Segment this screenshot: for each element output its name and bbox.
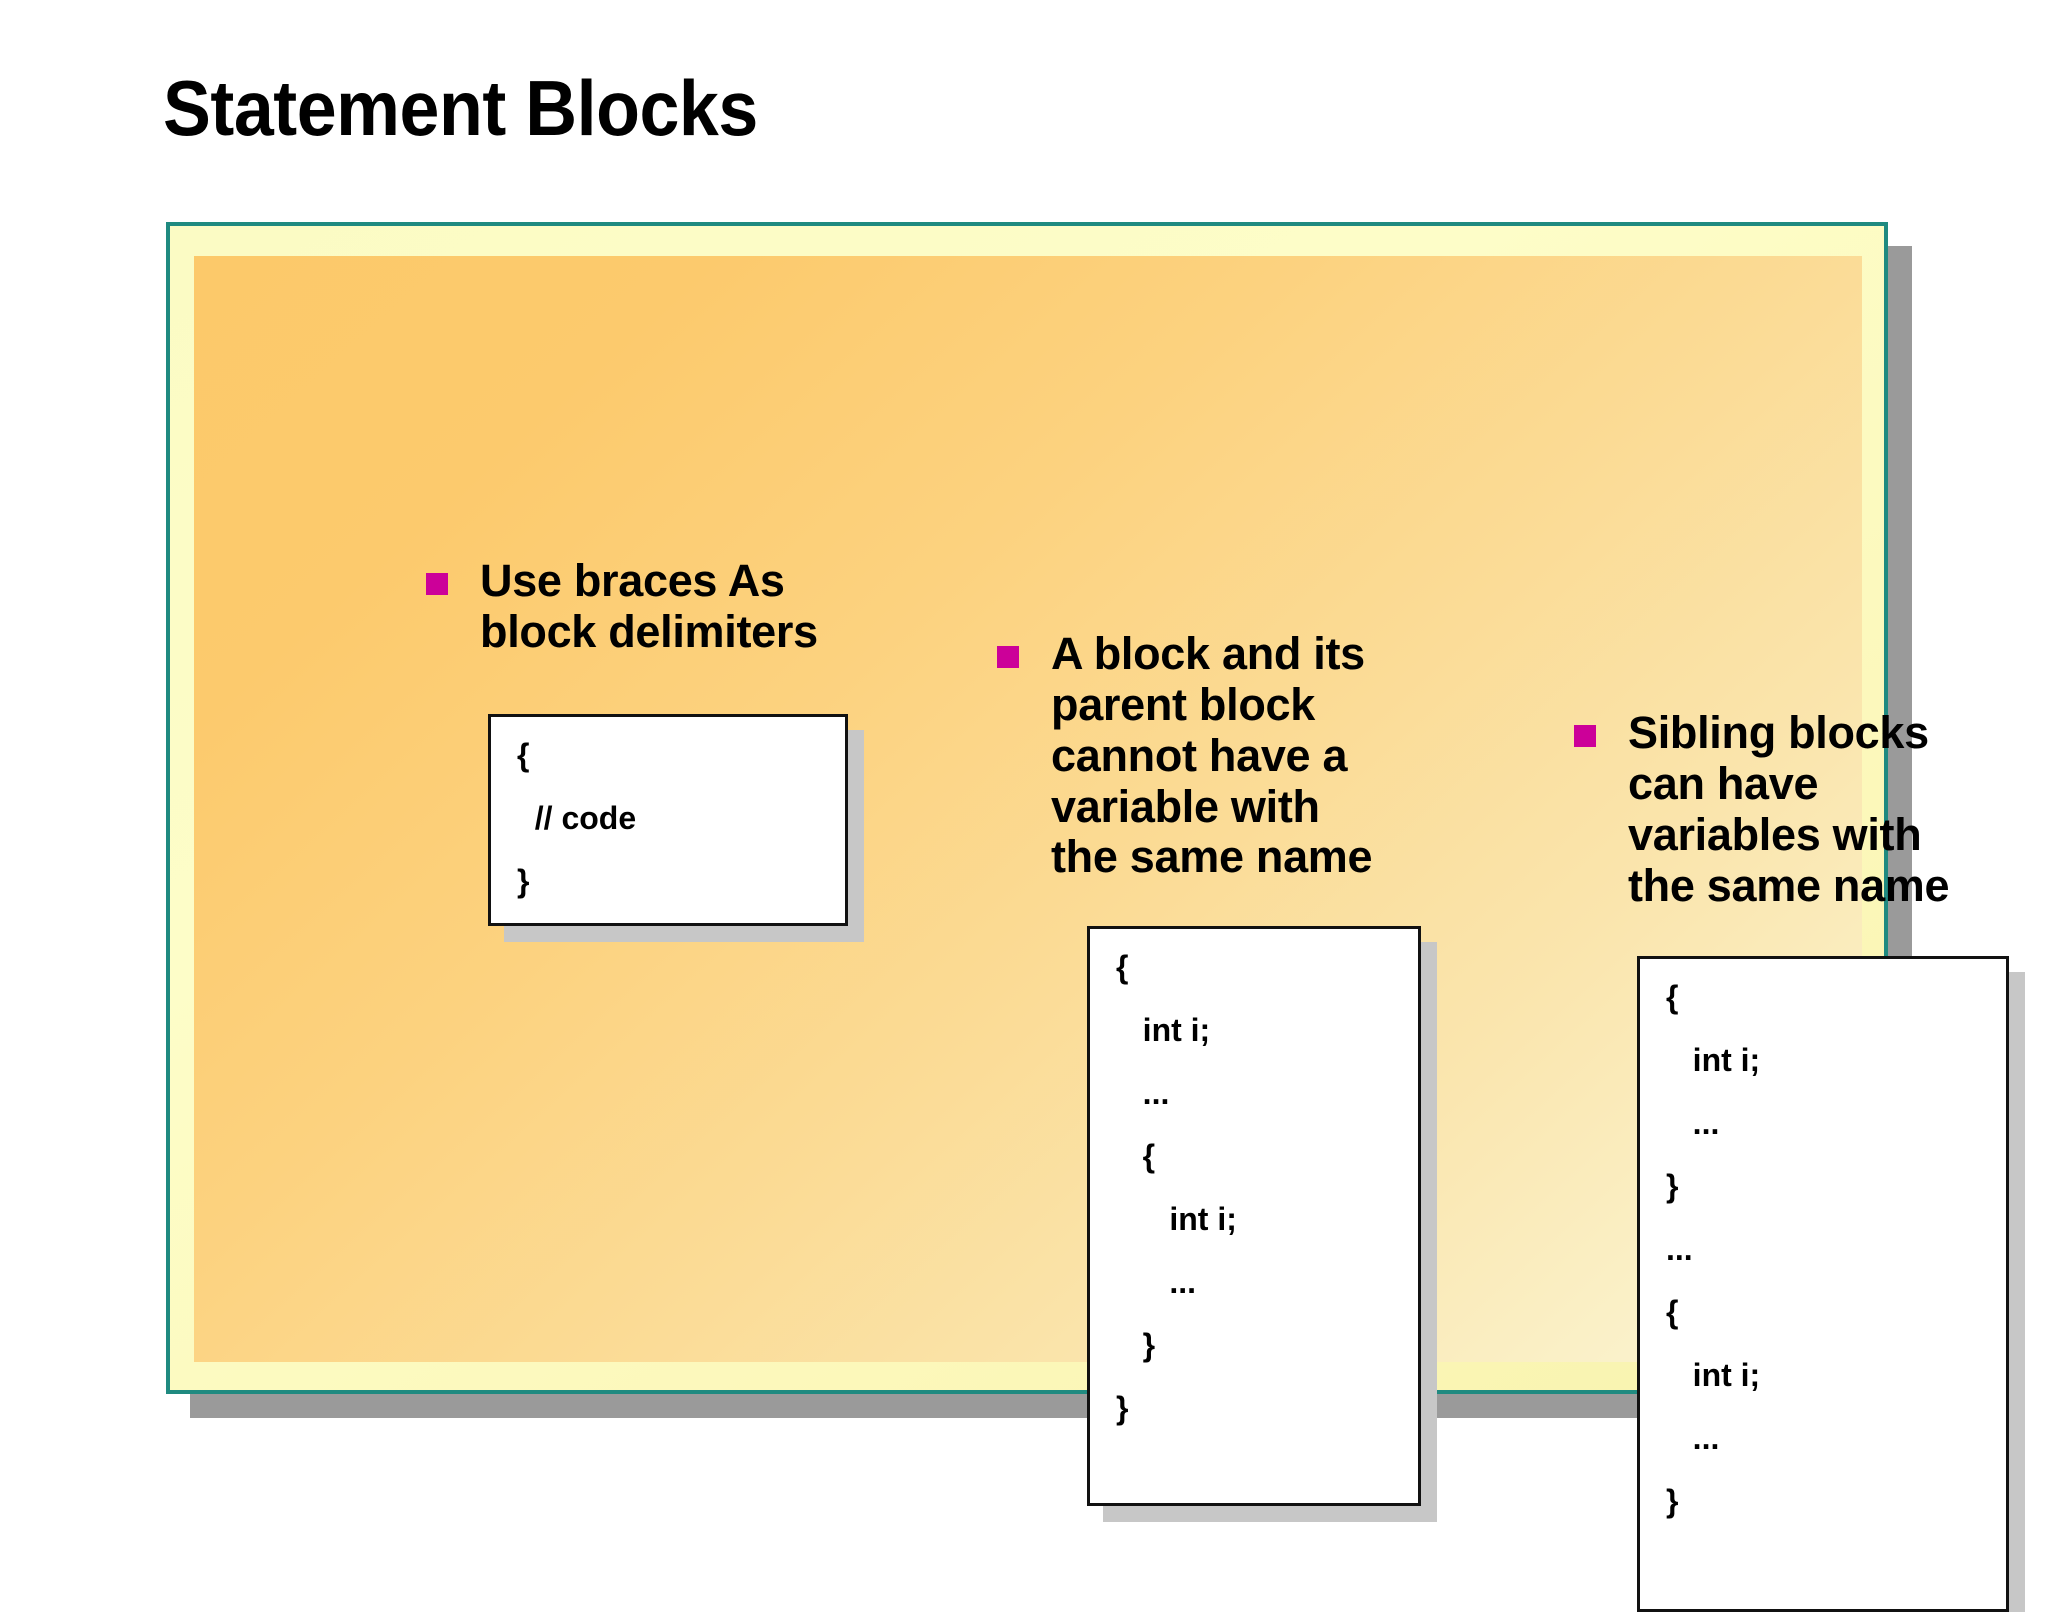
code-line: } — [1666, 1168, 1679, 1204]
bullet-label: Use braces As block delimiters — [480, 555, 818, 657]
square-bullet-icon — [1574, 725, 1596, 747]
code-line: ... — [1116, 1264, 1197, 1300]
code-line: { — [1116, 1138, 1156, 1174]
code-line: } — [1116, 1390, 1129, 1426]
code-line: { — [1666, 1294, 1679, 1330]
code-line: int i; — [1666, 1042, 1761, 1078]
code-box-3: { int i; ... } ... { int i; ... } — [1637, 956, 2009, 1612]
code-line: } — [517, 863, 530, 899]
bullet-group-2: A block and its parent block cannot have… — [997, 628, 1417, 883]
code-line: ... — [1666, 1105, 1720, 1141]
code-line: } — [1666, 1483, 1679, 1519]
code-line: ... — [1666, 1231, 1693, 1267]
bullet-label: Sibling blocks can have variables with t… — [1628, 707, 1950, 911]
square-bullet-icon — [997, 646, 1019, 668]
bullet-group-1: Use braces As block delimiters — [426, 555, 856, 658]
code-box-2: { int i; ... { int i; ... } } — [1087, 926, 1421, 1506]
content-frame: Use braces As block delimiters { // code… — [166, 222, 2009, 1612]
inner-gradient-panel: Use braces As block delimiters { // code… — [194, 256, 2009, 1612]
bullet-label: A block and its parent block cannot have… — [1051, 628, 1373, 883]
code-line: } — [1116, 1327, 1156, 1363]
code-line: { — [1666, 979, 1679, 1015]
square-bullet-icon — [426, 573, 448, 595]
code-line: { — [517, 737, 530, 773]
code-line: // code — [517, 800, 637, 836]
code-line: int i; — [1666, 1357, 1761, 1393]
code-box-1: { // code } — [488, 714, 848, 926]
code-line: ... — [1116, 1075, 1170, 1111]
bullet-item: A block and its parent block cannot have… — [997, 628, 1417, 883]
bullet-item: Use braces As block delimiters — [426, 555, 856, 658]
code-line: ... — [1666, 1420, 1720, 1456]
code-line: int i; — [1116, 1012, 1211, 1048]
code-line: int i; — [1116, 1201, 1237, 1237]
bullet-group-3: Sibling blocks can have variables with t… — [1574, 707, 1964, 911]
code-line: { — [1116, 949, 1129, 985]
bullet-item: Sibling blocks can have variables with t… — [1574, 707, 1964, 911]
page-title: Statement Blocks — [163, 64, 758, 152]
